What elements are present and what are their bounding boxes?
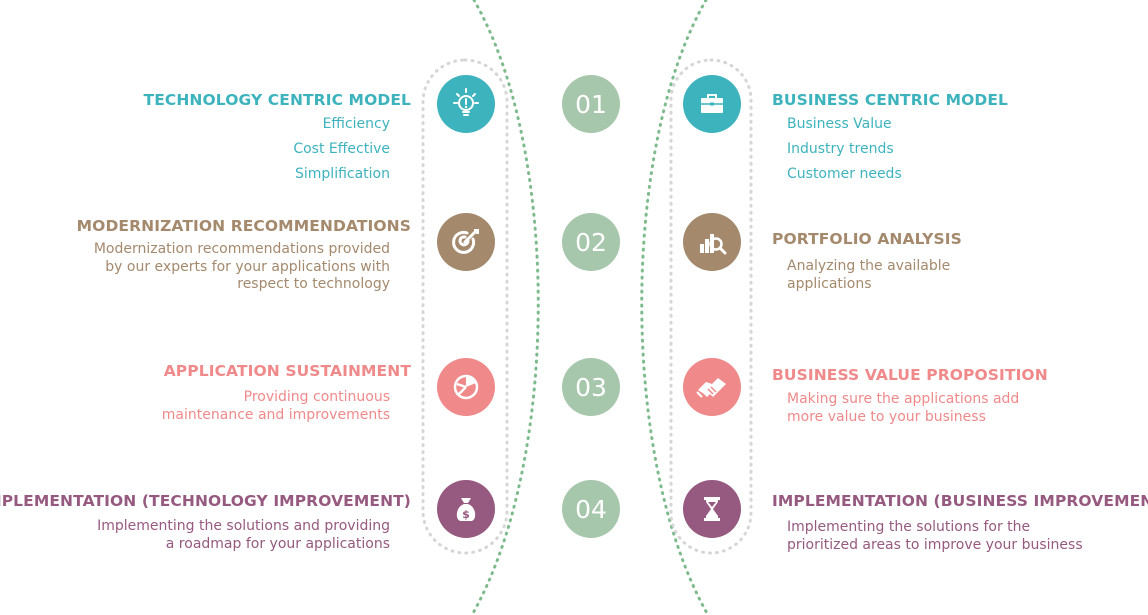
description-line: applications	[787, 275, 872, 292]
description-line: Implementing the solutions for the	[787, 519, 1031, 535]
left-dotted-curve	[470, 0, 540, 615]
list-item: Simplification	[295, 166, 390, 182]
pie-chart-icon	[437, 358, 495, 416]
list-item: Business Value	[787, 116, 892, 132]
description-line: prioritized areas to improve your busine…	[787, 536, 1083, 553]
description-line: Implementing the solutions and providing	[97, 518, 390, 534]
step-number-2: 02	[562, 213, 620, 271]
lightbulb-icon	[437, 75, 495, 133]
step-number-4: 04	[562, 480, 620, 538]
briefcase-icon	[683, 75, 741, 133]
list-item: Industry trends	[787, 141, 894, 157]
description-line: by our experts for your applications wit…	[105, 258, 390, 275]
technology-centric-title: TECHNOLOGY CENTRIC MODEL	[143, 91, 411, 109]
list-item: Cost Effective	[293, 141, 390, 157]
right-capsule-outline	[669, 58, 753, 555]
technology-implementation-description: Implementing the solutions and providing…	[97, 518, 390, 553]
modernization-description: Modernization recommendations provided b…	[94, 241, 390, 294]
list-item: Customer needs	[787, 166, 902, 182]
value-proposition-title: BUSINESS VALUE PROPOSITION	[772, 366, 1048, 384]
sustainment-title: APPLICATION SUSTAINMENT	[163, 362, 411, 380]
portfolio-description: Analyzing the available applications	[787, 258, 950, 293]
business-centric-title: BUSINESS CENTRIC MODEL	[772, 91, 1009, 109]
list-item: Efficiency	[322, 116, 390, 132]
business-implementation-title: IMPLEMENTATION (BUSINESS IMPROVEMENT)	[772, 492, 1148, 510]
description-line: a roadmap for your applications	[165, 535, 390, 552]
right-dotted-curve	[640, 0, 710, 615]
business-implementation-description: Implementing the solutions for the prior…	[787, 519, 1083, 554]
bar-chart-magnifier-icon	[683, 213, 741, 271]
portfolio-title: PORTFOLIO ANALYSIS	[772, 230, 962, 248]
description-line: respect to technology	[237, 276, 390, 292]
business-centric-list: Business Value Industry trends Customer …	[787, 112, 902, 187]
description-line: Analyzing the available	[787, 258, 951, 274]
technology-centric-list: Efficiency Cost Effective Simplification	[293, 112, 390, 187]
value-proposition-description: Making sure the applications add more va…	[787, 391, 1019, 426]
step-number-3: 03	[562, 358, 620, 416]
hourglass-icon	[683, 480, 741, 538]
left-capsule-outline	[421, 58, 509, 555]
handshake-icon	[683, 358, 741, 416]
description-line: maintenance and improvements	[161, 406, 390, 423]
description-line: Making sure the applications add	[787, 391, 1020, 407]
technology-implementation-title: IMPLEMENTATION (TECHNOLOGY IMPROVEMENT)	[0, 492, 411, 510]
money-bag-icon: $	[437, 480, 495, 538]
description-line: Providing continuous	[243, 389, 390, 405]
target-icon	[437, 213, 495, 271]
sustainment-description: Providing continuous maintenance and imp…	[162, 389, 390, 424]
modernization-title: MODERNIZATION RECOMMENDATIONS	[76, 217, 411, 235]
description-line: Modernization recommendations provided	[93, 241, 390, 257]
svg-text:$: $	[462, 508, 470, 521]
step-number-1: 01	[562, 75, 620, 133]
description-line: more value to your business	[787, 408, 986, 425]
